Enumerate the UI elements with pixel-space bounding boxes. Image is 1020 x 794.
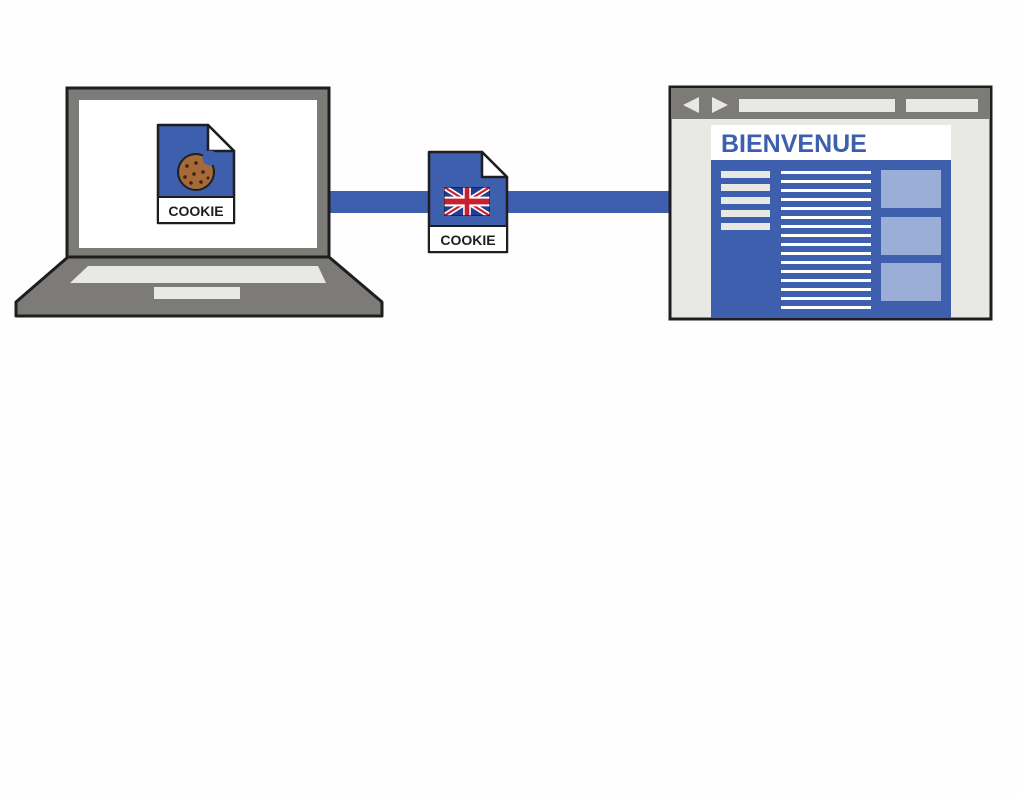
menu-item (721, 223, 770, 230)
address-bar (739, 99, 895, 112)
menu-item (721, 184, 770, 191)
cookie-chip (194, 161, 198, 165)
text-line (781, 180, 871, 183)
side-panel (881, 170, 941, 208)
cookie-icon (177, 150, 218, 191)
menu-item (721, 197, 770, 204)
cookie-chip (199, 180, 203, 184)
cookie-chip (185, 164, 189, 168)
text-line (781, 189, 871, 192)
text-line (781, 207, 871, 210)
side-panel (881, 263, 941, 301)
text-line (781, 297, 871, 300)
website-heading: BIENVENUE (721, 130, 867, 158)
page-header-area (711, 125, 951, 160)
text-line (781, 261, 871, 264)
forward-arrow-icon (712, 97, 728, 113)
laptop-cookie-file: COOKIE (156, 123, 236, 225)
text-line (781, 252, 871, 255)
union-jack-flag-icon (444, 187, 490, 216)
cookie-chip (192, 172, 196, 176)
text-line (781, 225, 871, 228)
menu-item (721, 210, 770, 217)
menu-item (721, 171, 770, 178)
text-line (781, 243, 871, 246)
text-line (781, 171, 871, 174)
cookie-body (179, 155, 213, 189)
text-line (781, 234, 871, 237)
search-bar (906, 99, 978, 112)
back-arrow-icon (683, 97, 699, 113)
text-line (781, 279, 871, 282)
laptop-cookie-label: COOKIE (168, 203, 223, 219)
file-label-box (430, 226, 506, 251)
file-fold (480, 150, 509, 179)
transit-cookie-label: COOKIE (440, 232, 495, 248)
page-side-panels (881, 170, 941, 301)
cookie-chip (206, 176, 210, 180)
text-line (781, 306, 871, 309)
browser-window: BIENVENUE (668, 85, 993, 321)
laptop-trackpad (154, 287, 240, 299)
side-panel (881, 217, 941, 255)
laptop-base (14, 255, 384, 318)
file-label-box (159, 197, 233, 222)
cookie-chip (183, 175, 187, 179)
cookie-chip (201, 170, 205, 174)
text-line (781, 198, 871, 201)
file-fold (206, 123, 236, 153)
page-sidebar-menu (721, 171, 770, 230)
text-line (781, 270, 871, 273)
cookie-chip (189, 181, 193, 185)
laptop: COOKIE (14, 86, 384, 318)
laptop-keyboard (70, 266, 326, 283)
page-text-lines (781, 171, 871, 309)
text-line (781, 288, 871, 291)
transit-cookie-file: COOKIE (427, 150, 509, 254)
cookie-bite (202, 150, 218, 166)
text-line (781, 216, 871, 219)
